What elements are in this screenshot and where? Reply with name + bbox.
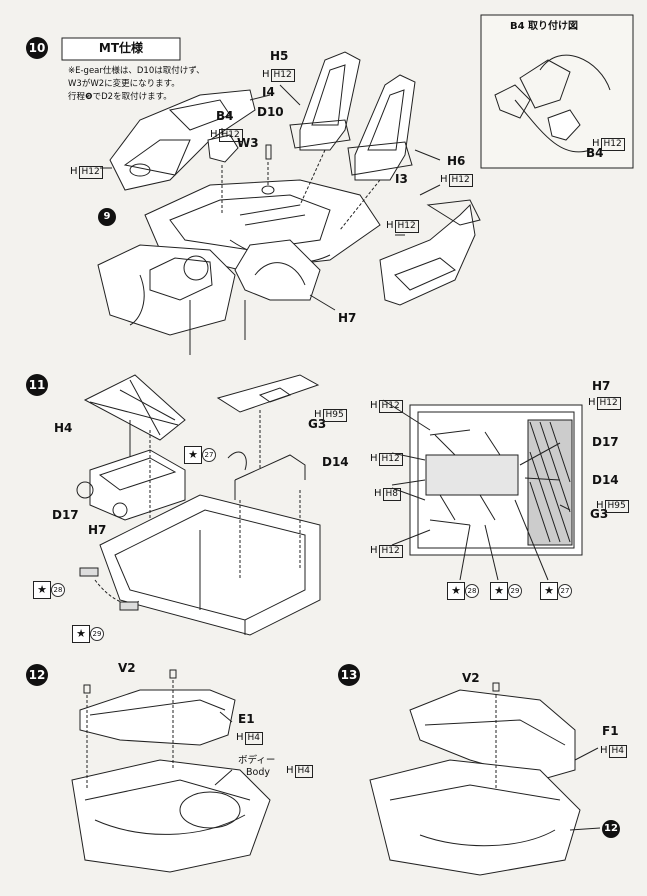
label-d10: D10 xyxy=(257,105,284,119)
leaders-11 xyxy=(94,410,301,605)
note-line-1: ※E-gear仕様は、D10は取付けず、 xyxy=(68,66,205,76)
label-body-sub: H4 xyxy=(294,765,314,778)
label-d14-right: D14 xyxy=(592,473,619,487)
pointer-lines-13 xyxy=(214,711,601,831)
label-d14: D14 xyxy=(322,455,349,469)
inset-label-b4-sub: H12 xyxy=(600,138,625,151)
step-number-13: 13 xyxy=(338,664,360,686)
label-e1-sub: H4 xyxy=(244,732,264,745)
note-line-2: W3がW2に変更になります。 xyxy=(68,79,180,89)
label-e1: E1 xyxy=(238,712,255,726)
label-h8: H8 xyxy=(382,488,402,501)
star-icon: ★ xyxy=(33,581,51,599)
inset-frame xyxy=(480,14,634,169)
star-icon: ★ xyxy=(184,446,202,464)
star-number-27: 27 xyxy=(202,448,216,462)
star-number-28: 28 xyxy=(51,583,65,597)
spec-title: MT仕様 xyxy=(98,41,144,55)
star-icon: ★ xyxy=(447,582,465,600)
label-h7: H7 xyxy=(338,311,357,325)
pointer-lines-11r xyxy=(382,399,571,581)
engine-rack xyxy=(83,374,186,470)
bumper-e1 xyxy=(79,669,236,746)
label-g3: G3 xyxy=(308,417,327,431)
exhaust-bar xyxy=(227,451,306,500)
star-icon: ★ xyxy=(540,582,558,600)
label-v2-12: V2 xyxy=(118,661,136,675)
label-body-jp: ボディー xyxy=(238,755,276,766)
label-i3: I3 xyxy=(395,172,408,186)
label-h12-b: H12 xyxy=(378,453,403,466)
seat-right xyxy=(347,74,416,181)
leaders-12 xyxy=(86,680,174,790)
label-h5: H5 xyxy=(270,49,289,63)
body-rear-13 xyxy=(369,759,581,876)
label-b4: B4 xyxy=(216,109,234,123)
star-number-29-right: 29 xyxy=(508,584,522,598)
label-h7-11: H7 xyxy=(88,523,107,537)
label-h12-c: H12 xyxy=(378,545,403,558)
inset-title: B4 取り付け図 xyxy=(510,21,579,32)
seat-left xyxy=(289,51,361,151)
bumper-f1 xyxy=(409,682,576,781)
spec-box xyxy=(61,37,181,61)
label-g3-right-sub: H95 xyxy=(604,500,629,513)
dashboard-panel xyxy=(109,89,256,191)
label-i4: I4 xyxy=(262,85,275,99)
label-d17: D17 xyxy=(52,508,79,522)
pointer-lines-10 xyxy=(100,84,441,311)
wheel-arch xyxy=(234,239,321,301)
decal-29-patch xyxy=(119,601,139,611)
engine-block xyxy=(76,449,186,521)
leaders-10 xyxy=(221,149,381,231)
body-rear-12 xyxy=(71,759,271,873)
label-v2-13: V2 xyxy=(462,671,480,685)
label-h7-right: H7 xyxy=(592,379,611,393)
label-h12-left: H12 xyxy=(78,166,103,179)
ref-step-12: 12 xyxy=(602,820,620,838)
label-h12-a: H12 xyxy=(378,400,403,413)
label-f1-sub: H4 xyxy=(608,745,628,758)
star-number-29: 29 xyxy=(90,627,104,641)
label-h6-sub: H12 xyxy=(448,174,473,187)
step-number-12: 12 xyxy=(26,664,48,686)
engine-bay xyxy=(99,494,321,636)
label-h6: H6 xyxy=(447,154,466,168)
w3-part xyxy=(261,185,275,195)
decal-28-patch xyxy=(79,567,99,577)
label-h5-sub: H12 xyxy=(270,69,295,82)
label-h12-right: H12 xyxy=(394,220,419,233)
star-icon: ★ xyxy=(72,625,90,643)
ref-step-9: 9 xyxy=(98,208,116,226)
label-h7-right-sub: H12 xyxy=(596,397,621,410)
label-g3-right: G3 xyxy=(590,507,609,521)
right-door-panel xyxy=(379,199,481,306)
label-body-en: Body xyxy=(246,767,270,778)
star-icon: ★ xyxy=(490,582,508,600)
rear-body-section xyxy=(97,244,246,355)
note-line-3: 行程❾でD2を取付けます。 xyxy=(68,92,172,102)
engine-cover xyxy=(216,374,320,413)
label-h4: H4 xyxy=(54,421,73,435)
label-w3: W3 xyxy=(237,136,259,150)
label-g3-sub: H95 xyxy=(322,409,347,422)
d10-pin xyxy=(265,144,272,160)
star-number-28-right: 28 xyxy=(465,584,479,598)
label-f1: F1 xyxy=(602,724,619,738)
step-number-10: 10 xyxy=(26,37,48,59)
step-number-11: 11 xyxy=(26,374,48,396)
inset-label-b4: B4 xyxy=(586,146,604,160)
star-number-27-right: 27 xyxy=(558,584,572,598)
label-d17-right: D17 xyxy=(592,435,619,449)
inset-sketch xyxy=(494,54,611,153)
label-b4-sub: H12 xyxy=(218,129,243,142)
